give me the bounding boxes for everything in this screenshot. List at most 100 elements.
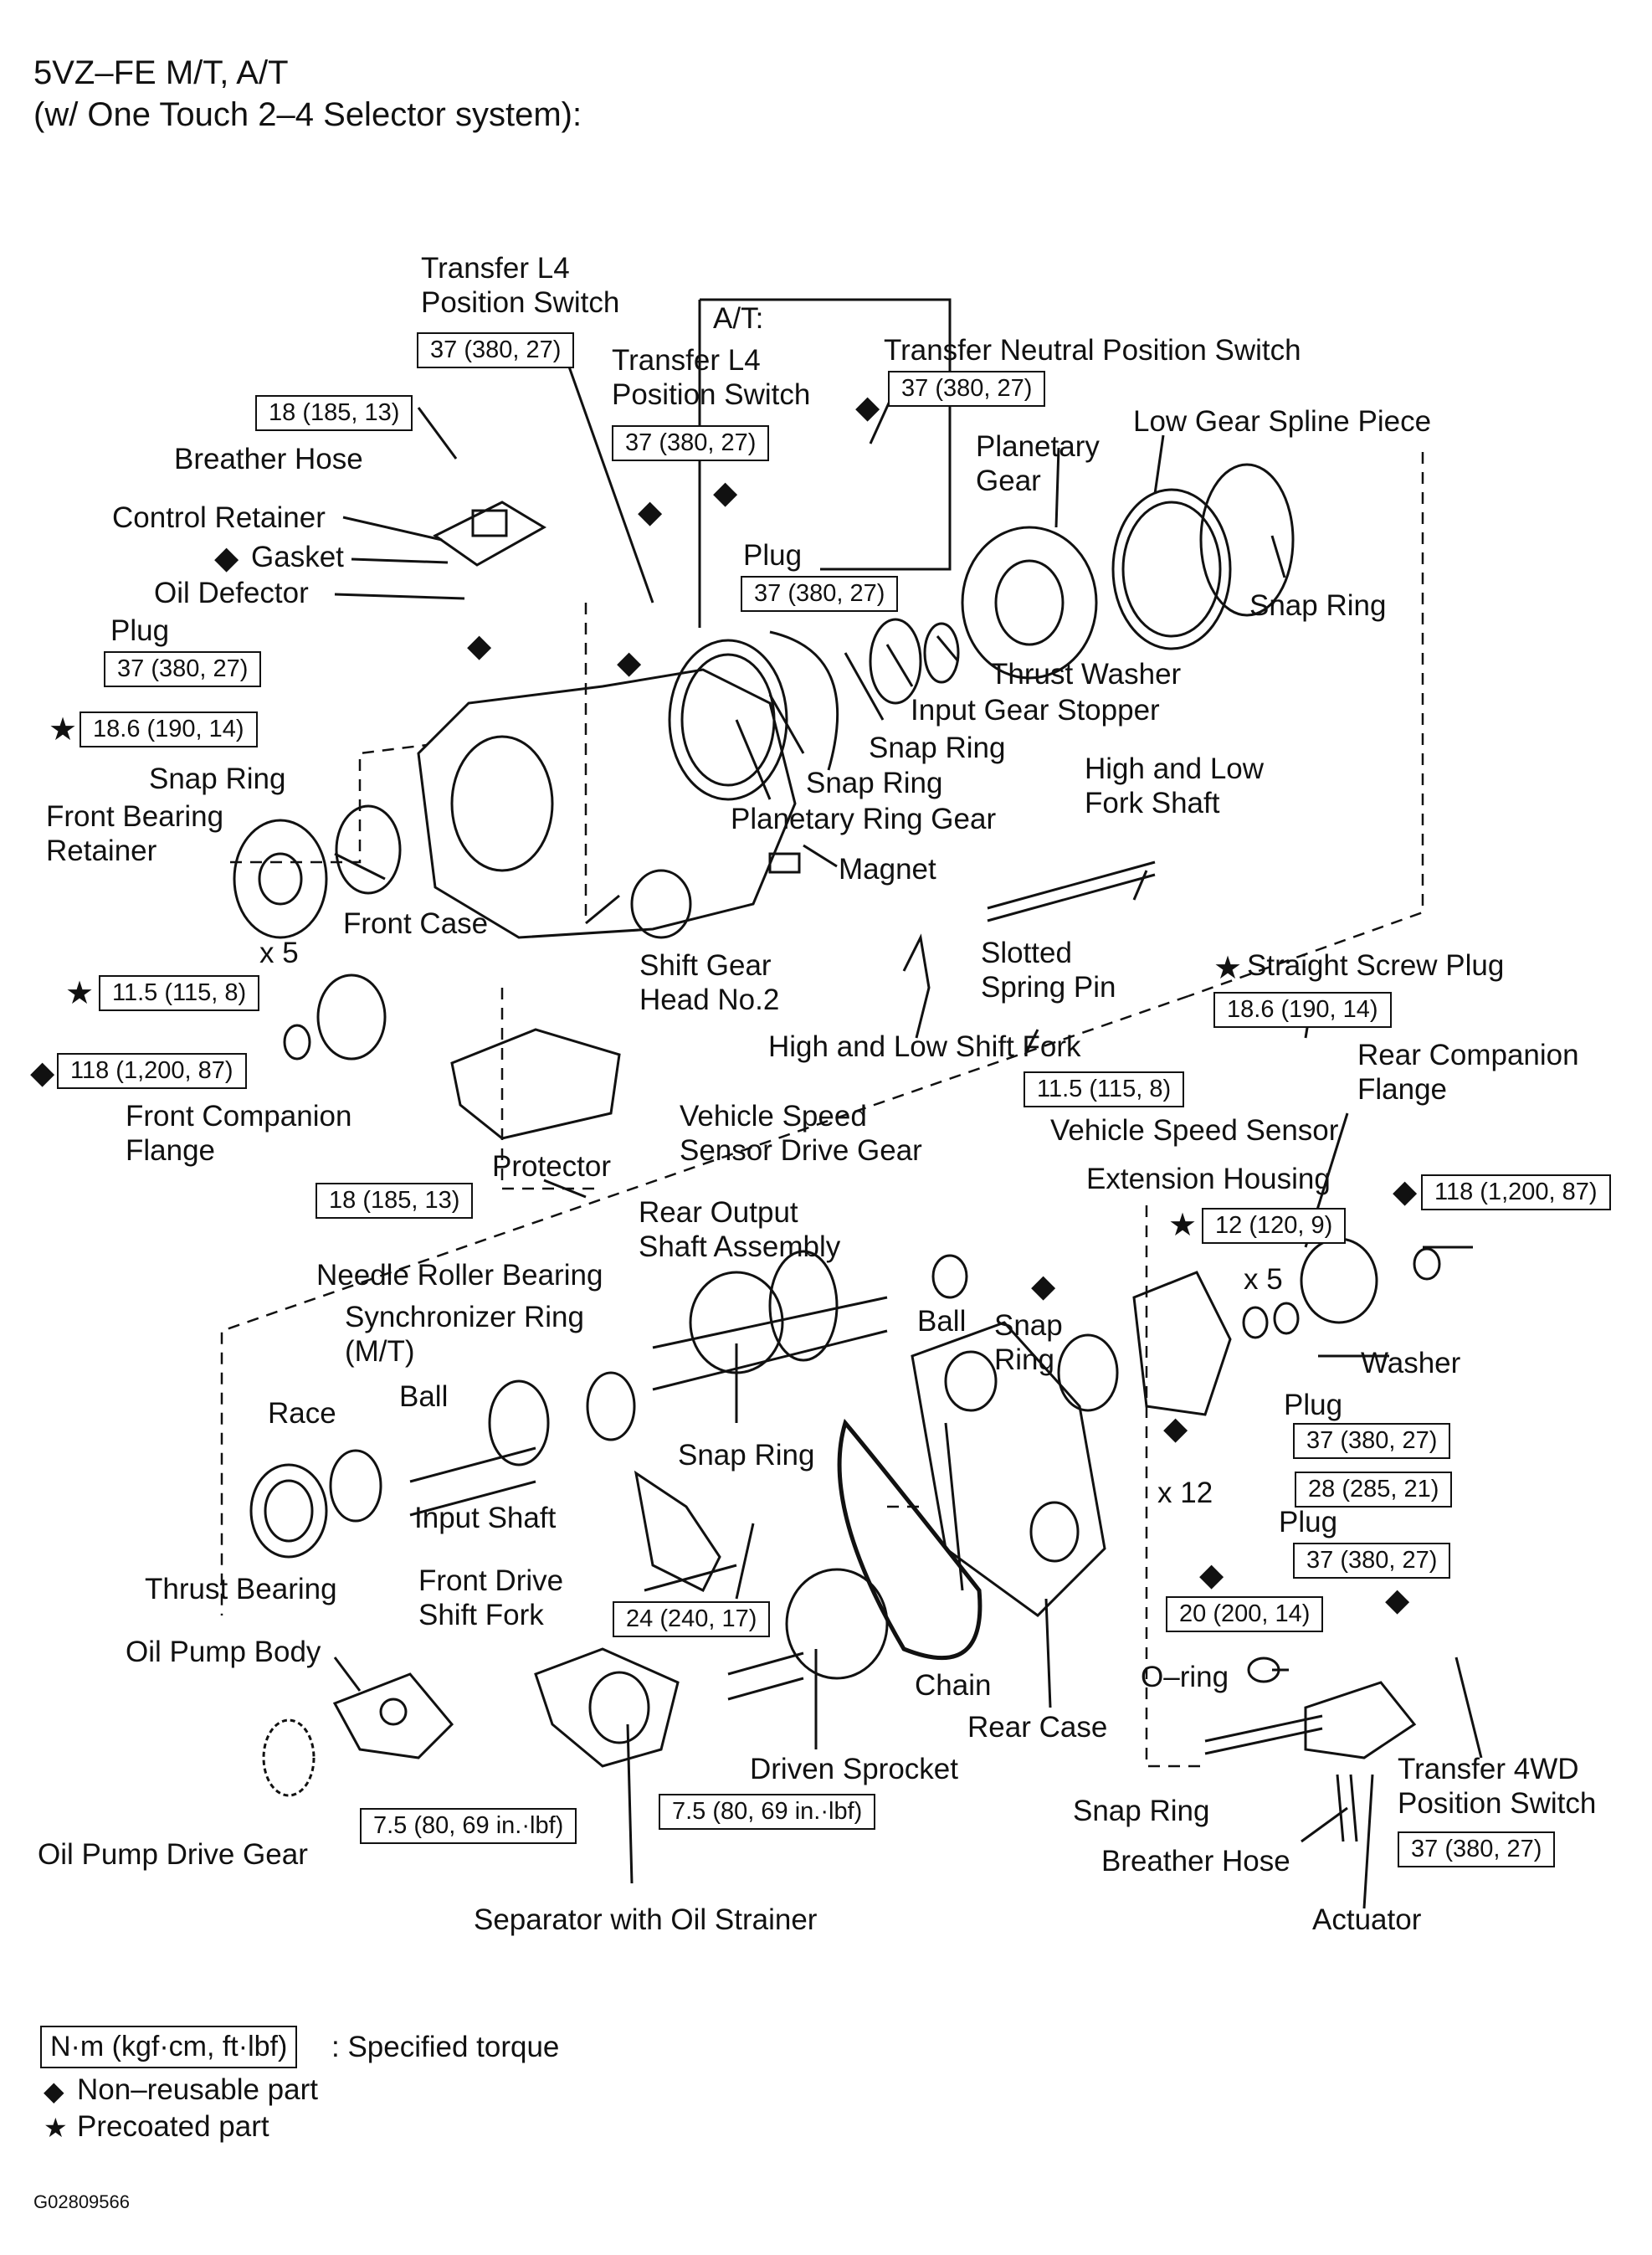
label-snap-ring-mid1: Snap Ring	[869, 732, 1006, 764]
torque-plug-at: 37 (380, 27)	[741, 576, 899, 613]
label-rear-companion-flange: Rear Companion Flange	[1357, 1039, 1579, 1107]
legend-torque-box: N·m (kgf·cm, ft·lbf)	[40, 2026, 298, 2069]
precoated-marker: ★	[65, 976, 95, 1011]
label-extension-housing: Extension Housing	[1086, 1163, 1331, 1195]
label-transfer-l4-switch: Transfer L4 Position Switch	[421, 252, 620, 320]
label-input-gear-stopper: Input Gear Stopper	[911, 694, 1160, 727]
label-rear-case: Rear Case	[967, 1711, 1108, 1744]
precoated-marker: ★	[49, 712, 78, 747]
non-reusable-marker: ◆	[1393, 1174, 1418, 1210]
torque-shift-fork: 24 (240, 17)	[613, 1601, 771, 1638]
label-x12: x 12	[1157, 1477, 1213, 1509]
torque-extension-housing: 12 (120, 9)	[1202, 1208, 1347, 1245]
label-low-gear-spline-piece: Low Gear Spline Piece	[1133, 405, 1432, 438]
non-reusable-marker: ◆	[30, 1056, 55, 1091]
torque-protector: 18 (185, 13)	[316, 1183, 474, 1220]
torque-transfer-4wd-switch: 37 (380, 27)	[1398, 1831, 1556, 1868]
label-transfer-l4-switch-at: Transfer L4 Position Switch	[612, 344, 811, 412]
non-reusable-marker: ◆	[713, 475, 738, 511]
label-thrust-bearing: Thrust Bearing	[145, 1573, 337, 1605]
label-separator: Separator with Oil Strainer	[474, 1903, 818, 1936]
precoated-marker: ★	[1168, 1208, 1198, 1243]
non-reusable-marker: ◆	[1385, 1583, 1410, 1618]
torque-neutral-switch: 37 (380, 27)	[888, 371, 1046, 408]
label-straight-screw-plug: Straight Screw Plug	[1247, 949, 1505, 982]
label-oil-pump-body: Oil Pump Body	[126, 1636, 321, 1668]
label-x5-left: x 5	[259, 937, 299, 969]
label-high-low-shift-fork: High and Low Shift Fork	[768, 1030, 1081, 1063]
label-front-drive-shift-fork: Front Drive Shift Fork	[418, 1564, 564, 1632]
label-plug-left: Plug	[110, 614, 170, 647]
torque-actuator-bolts: 20 (200, 14)	[1166, 1596, 1324, 1633]
torque-separator: 7.5 (80, 69 in.·lbf)	[659, 1794, 876, 1831]
label-gasket: Gasket	[251, 541, 344, 573]
label-planetary-gear: Planetary Gear	[976, 430, 1100, 498]
legend-precoated: Precoated part	[77, 2110, 269, 2143]
label-magnet: Magnet	[839, 853, 936, 886]
label-actuator: Actuator	[1312, 1903, 1422, 1936]
label-vehicle-speed-sensor: Vehicle Speed Sensor	[1050, 1114, 1339, 1147]
torque-plug-left: 37 (380, 27)	[104, 651, 262, 688]
non-reusable-marker: ◆	[638, 495, 663, 530]
torque-rear-companion-flange: 118 (1,200, 87)	[1421, 1174, 1611, 1211]
torque-straight-screw-plug: 18.6 (190, 14)	[1213, 992, 1392, 1029]
label-input-shaft: Input Shaft	[414, 1502, 557, 1534]
torque-oil-pump: 7.5 (80, 69 in.·lbf)	[360, 1808, 577, 1845]
label-ball-left: Ball	[399, 1380, 449, 1413]
legend-non-reusable-symbol: ◆	[44, 2076, 64, 2106]
label-x5-right: x 5	[1244, 1263, 1283, 1296]
label-slotted-spring-pin: Slotted Spring Pin	[981, 937, 1116, 1004]
label-race: Race	[268, 1397, 336, 1430]
at-group-title: A/T:	[713, 302, 764, 335]
label-o-ring: O–ring	[1141, 1661, 1229, 1693]
label-control-retainer: Control Retainer	[112, 501, 326, 534]
label-thrust-washer: Thrust Washer	[990, 658, 1182, 691]
label-rear-output-shaft: Rear Output Shaft Assembly	[639, 1196, 841, 1264]
non-reusable-marker: ◆	[1163, 1411, 1188, 1446]
non-reusable-marker: ◆	[1199, 1558, 1224, 1593]
label-breather-hose-bottom: Breather Hose	[1101, 1845, 1290, 1877]
torque-front-bearing-retainer: 11.5 (115, 8)	[99, 975, 260, 1012]
label-snap-ring-top-right: Snap Ring	[1249, 589, 1387, 622]
label-front-case: Front Case	[343, 907, 489, 940]
legend-precoated-symbol: ★	[44, 2113, 68, 2143]
label-transfer-neutral-switch: Transfer Neutral Position Switch	[884, 334, 1301, 367]
legend-torque-text: : Specified torque	[331, 2031, 560, 2063]
label-oil-pump-drive-gear: Oil Pump Drive Gear	[38, 1838, 308, 1871]
torque-l4-switch: 37 (380, 27)	[417, 332, 575, 369]
label-ball-right: Ball	[917, 1305, 967, 1338]
non-reusable-marker: ◆	[214, 541, 239, 576]
label-driven-sprocket: Driven Sprocket	[750, 1753, 958, 1785]
label-planetary-ring-gear: Planetary Ring Gear	[731, 803, 997, 835]
label-transfer-4wd-switch: Transfer 4WD Position Switch	[1398, 1753, 1597, 1821]
precoated-marker: ★	[1213, 951, 1243, 986]
label-plug-at: Plug	[743, 539, 803, 572]
label-oil-defector: Oil Defector	[154, 577, 309, 609]
label-snap-ring-bottom: Snap Ring	[1073, 1795, 1210, 1827]
torque-speed-sensor: 11.5 (115, 8)	[1024, 1071, 1185, 1108]
label-shift-gear-head: Shift Gear Head No.2	[639, 949, 780, 1017]
label-protector: Protector	[492, 1150, 611, 1183]
torque-rear-case-bolts: 28 (285, 21)	[1295, 1472, 1453, 1508]
label-synchronizer-ring: Synchronizer Ring (M/T)	[345, 1301, 584, 1369]
non-reusable-marker: ◆	[467, 629, 492, 664]
torque-plug-rear2: 37 (380, 27)	[1293, 1543, 1451, 1580]
figure-code: G02809566	[33, 2191, 130, 2212]
label-front-companion-flange: Front Companion Flange	[126, 1100, 352, 1168]
label-chain: Chain	[915, 1669, 992, 1702]
label-plug-rear1: Plug	[1284, 1389, 1343, 1421]
non-reusable-marker: ◆	[617, 645, 642, 681]
label-snap-ring-mid2: Snap Ring	[806, 767, 943, 799]
torque-l4-switch-at: 37 (380, 27)	[612, 425, 770, 462]
label-snap-ring-left: Snap Ring	[149, 763, 286, 795]
torque-plug-star: 18.6 (190, 14)	[80, 711, 258, 748]
label-breather-hose-top: Breather Hose	[174, 443, 363, 475]
non-reusable-marker: ◆	[855, 390, 880, 425]
header-line1: 5VZ–FE M/T, A/T	[33, 54, 289, 91]
non-reusable-marker: ◆	[1031, 1269, 1056, 1304]
label-vehicle-speed-sensor-drive-gear: Vehicle Speed Sensor Drive Gear	[680, 1100, 922, 1168]
torque-control-retainer-bolts: 18 (185, 13)	[255, 395, 413, 432]
label-high-low-fork-shaft: High and Low Fork Shaft	[1085, 753, 1265, 820]
label-snap-ring-center: Snap Ring	[678, 1439, 815, 1472]
